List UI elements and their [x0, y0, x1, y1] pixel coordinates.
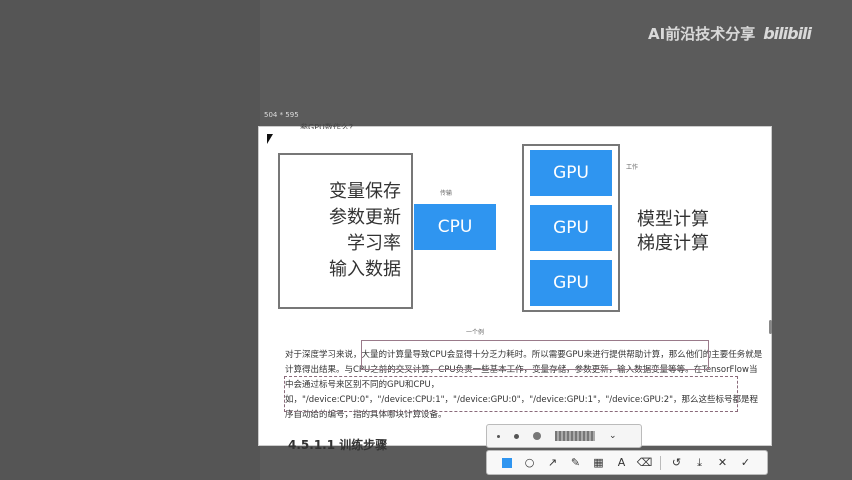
mouse-cursor-icon: [267, 134, 273, 144]
small-size-icon[interactable]: [497, 434, 500, 438]
scrollbar[interactable]: [769, 320, 772, 334]
mosaic-icon[interactable]: ▦: [593, 456, 604, 469]
highlight-rectangle-dashed[interactable]: [284, 376, 738, 412]
bilibili-logo: bilibili: [763, 23, 812, 43]
close-icon[interactable]: ✕: [717, 456, 728, 469]
download-icon[interactable]: ⤓: [697, 455, 702, 469]
highlight-rectangle[interactable]: [361, 340, 709, 370]
screen-backdrop: [0, 0, 260, 480]
medium-size-icon[interactable]: [514, 433, 519, 439]
cpu-annotation: 传输: [440, 190, 453, 197]
large-size-icon[interactable]: [533, 432, 541, 440]
task-line: 变量保存: [329, 181, 401, 202]
confirm-icon[interactable]: ✓: [740, 456, 751, 469]
brush-options-bar: ⌄: [486, 424, 642, 448]
pen-icon[interactable]: ✎: [570, 456, 581, 469]
body-paragraph: 对于深度学习来说，大量的计算量导致CPU会显得十分乏力耗时。所以需要GPU来进行…: [285, 350, 763, 420]
cpu-block: CPU: [414, 204, 496, 250]
gpu-tasks: 模型计算 梯度计算: [637, 208, 709, 256]
color-picker[interactable]: [555, 431, 595, 441]
eraser-icon[interactable]: ⌫: [636, 456, 653, 469]
gpu-annotation: 工作: [626, 164, 639, 171]
gpu-block: GPU: [530, 150, 612, 196]
toolbar-divider: [660, 455, 661, 470]
rectangle-icon[interactable]: [499, 455, 514, 470]
gpu-block: GPU: [530, 205, 612, 251]
arrow-icon[interactable]: ↗: [547, 456, 558, 469]
heading-fragment: 参GPU数作么?: [300, 123, 354, 129]
cpu-task-box: 变量保存 参数更新 学习率 输入数据: [278, 153, 413, 309]
task-line: 学习率: [347, 233, 401, 254]
annotation-toolbar: ○ ↗ ✎ ▦ A ⌫ ↺ ⤓ ✕ ✓: [486, 450, 768, 475]
ellipse-icon[interactable]: ○: [524, 456, 535, 469]
gpu-task-line: 梯度计算: [637, 233, 709, 254]
watermark: AI前沿技术分享 bilibili: [648, 20, 812, 46]
task-line: 输入数据: [329, 259, 401, 280]
watermark-text: AI前沿技术分享: [648, 24, 756, 43]
chevron-down-icon[interactable]: ⌄: [609, 431, 617, 441]
annotation-note: 一个例: [466, 329, 485, 336]
section-heading: 4.5.1.1 训练步骤: [288, 438, 388, 452]
text-icon[interactable]: A: [617, 456, 626, 469]
selection-size-label: 504 * 595: [264, 111, 299, 119]
task-line: 参数更新: [329, 207, 401, 228]
undo-icon[interactable]: ↺: [671, 456, 682, 469]
gpu-block: GPU: [530, 260, 612, 306]
gpu-task-line: 模型计算: [637, 209, 709, 230]
